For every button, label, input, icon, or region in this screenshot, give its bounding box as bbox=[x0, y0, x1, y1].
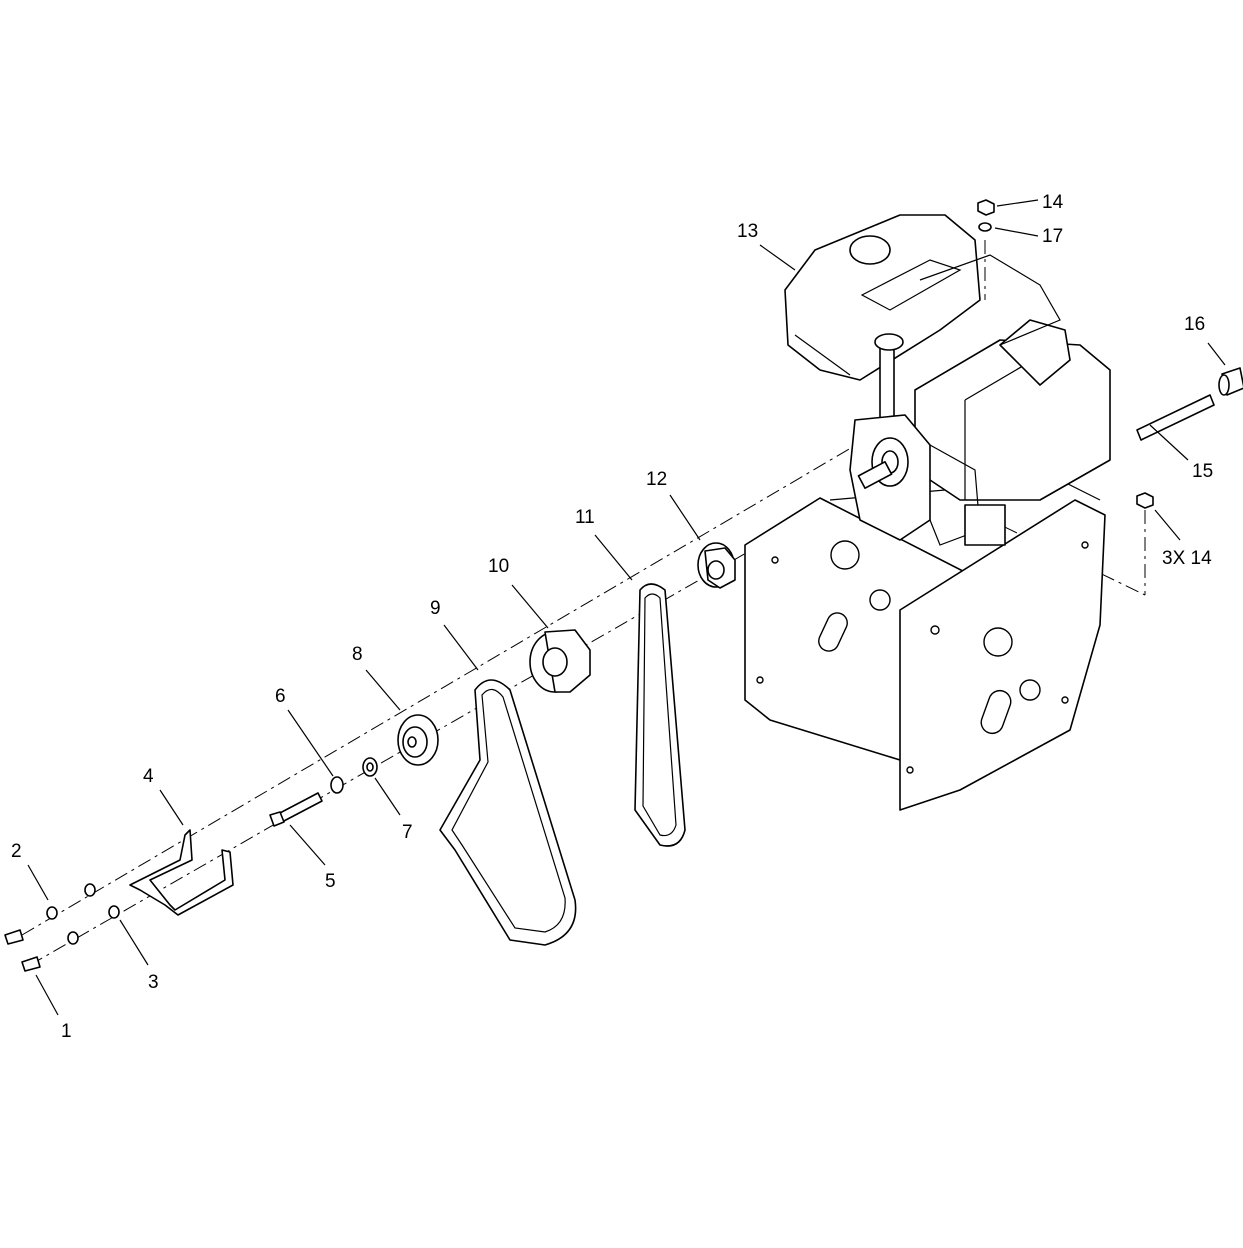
callout-15: 15 bbox=[1192, 461, 1213, 482]
part-2-washer-upper bbox=[46, 883, 96, 920]
callout-3: 3 bbox=[148, 972, 159, 993]
part-1-bolt-lower bbox=[21, 956, 41, 972]
part-12-engine-pulley bbox=[697, 542, 736, 589]
part-8-idler-pulley bbox=[397, 714, 439, 766]
part-3-washer-lower bbox=[67, 905, 120, 945]
part-16-spacer bbox=[1218, 367, 1243, 396]
part-9-v-belt bbox=[439, 679, 577, 946]
engine-mount bbox=[964, 504, 1006, 546]
frame-slot-hole bbox=[818, 612, 848, 652]
callout-7: 7 bbox=[402, 822, 413, 843]
callout-6: 6 bbox=[275, 686, 286, 707]
callout-3x14: 3X 14 bbox=[1162, 548, 1212, 569]
frame-bolt-hole-lower bbox=[1019, 679, 1041, 701]
callout-17: 17 bbox=[1042, 226, 1063, 247]
callout-2: 2 bbox=[11, 841, 22, 862]
frame-bolt-hole bbox=[869, 589, 891, 611]
callout-4: 4 bbox=[143, 766, 154, 787]
crankshaft bbox=[857, 460, 893, 490]
callout-12: 12 bbox=[646, 469, 667, 490]
part-10-pulley bbox=[529, 629, 591, 693]
part-7-washer bbox=[362, 757, 378, 777]
callout-5: 5 bbox=[325, 871, 336, 892]
callout-10: 10 bbox=[488, 556, 509, 577]
part-11-v-belt bbox=[634, 583, 686, 847]
part-14-nut-top bbox=[977, 199, 995, 216]
part-6-nut bbox=[330, 776, 344, 794]
part-5-bolt bbox=[269, 792, 323, 827]
frame-round-hole bbox=[830, 540, 860, 570]
part-15-tube bbox=[1136, 394, 1215, 441]
callout-13: 13 bbox=[737, 221, 758, 242]
callout-1: 1 bbox=[61, 1021, 72, 1042]
callout-leaders bbox=[27, 199, 1226, 1016]
muffler bbox=[999, 319, 1071, 386]
callout-8: 8 bbox=[352, 644, 363, 665]
frame-slot-hole-lower bbox=[980, 689, 1012, 735]
engine-assembly bbox=[784, 214, 1111, 546]
part-1-bolt-upper bbox=[4, 929, 24, 945]
frame-round-hole-lower bbox=[983, 627, 1013, 657]
frame-plate-left bbox=[744, 479, 1106, 811]
callout-14-top: 14 bbox=[1042, 192, 1064, 213]
callout-9: 9 bbox=[430, 598, 441, 619]
part-17-washer bbox=[978, 222, 992, 232]
callout-labels: 1 2 3 4 5 6 7 8 9 10 11 12 13 14 17 16 1… bbox=[11, 192, 1213, 1042]
part-14-nut-frame bbox=[1136, 492, 1154, 509]
part-4-bracket bbox=[129, 829, 234, 916]
callout-16: 16 bbox=[1184, 314, 1205, 335]
fuel-cap bbox=[849, 235, 891, 265]
callout-11: 11 bbox=[575, 507, 595, 528]
